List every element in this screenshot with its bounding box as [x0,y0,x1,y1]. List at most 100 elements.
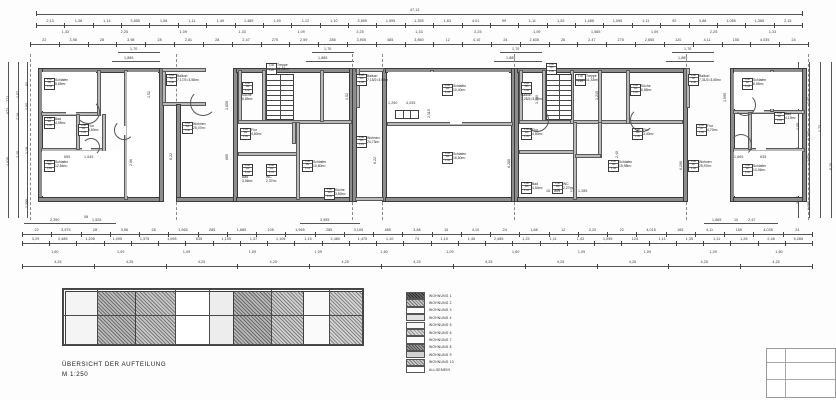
dim-value: 2,25 [120,30,129,34]
room-tag-r19: 1,00 W5 1,02 [546,63,557,75]
dim-value: 92 [672,19,677,24]
dim-tick [375,41,377,47]
dim-tick [318,41,320,47]
dim-tick [750,41,752,47]
room-area: 10,80m² [313,163,326,168]
dim-value: 1,595 [385,19,396,24]
dim-value: 3,96 [120,228,129,233]
dim-tick [665,231,667,237]
dim-tick [376,240,378,246]
dim-tick [174,41,176,47]
legend-swatch [406,351,425,359]
dim-tick [321,240,323,246]
dim-tick [546,22,548,28]
dim-value: 1,105 [276,237,286,242]
legend-label: WOHNUNG 9 [429,352,452,357]
dim-tick [491,41,493,47]
dim-value: 4,11 [703,38,711,43]
interior-dim-9: 6,285 [507,159,511,168]
room-wohnung: W7 [697,128,706,133]
room-area: 15,98m² [619,163,632,168]
dim-value: 2,480 [330,237,341,242]
dim-value: 1,965 [295,228,305,233]
dim-value: 1,37 [249,237,258,242]
dim-tick [36,22,37,28]
dim-tick [145,41,147,47]
room-wohnung: W6 [522,186,531,191]
dim-tick [812,240,813,246]
dim-value: 1,475 [357,237,368,242]
room-name: WC [266,175,272,179]
room-label-r13: Küche 3,50m² [335,188,346,197]
dim-tick [631,22,633,28]
door-arc-a2 [82,138,100,156]
dim-value: 2,20 [588,228,597,233]
room-label-r4: Schlafen 12,84m² [55,160,68,169]
room-label-r18: Balkon 7,25/2=3,63m² [521,93,543,102]
room-name: Schlafen [753,78,767,82]
dim-tick [22,263,23,269]
dim-value: 1,09 [248,250,257,254]
dim-value: 1,45 [467,237,476,242]
dim-value: 275 [271,38,279,43]
dim-value: 1,965 [178,228,188,233]
dim-tick [285,231,287,237]
interior-dim-10: 3,180 [535,95,539,104]
room-area: 4,19m² [785,115,796,120]
overview-mini-plan [62,288,364,346]
dim-value: 24 [502,228,507,233]
dim-value: 3,850 [414,38,424,43]
room-name: Treppe [277,63,288,67]
dim-tick [58,41,60,47]
room-name: Schlafen [55,78,69,82]
dim-value: 15 [444,228,449,233]
dim-value: 1,15 [304,237,312,242]
room-label-r23: Bad 4,54m² [532,182,543,191]
room-tag-r16: 1,00 W4 1,04 [442,84,453,96]
room-wohnung: W1 [45,164,54,169]
dim-tick [22,240,23,246]
dim-tick [121,22,123,28]
dim-value: 2,25 [356,30,364,34]
dim-tick [165,263,167,269]
dim-value: 2,485 [58,237,68,242]
dim-value: 285 [326,228,333,233]
room-label-r10: Schlafen 10,80m² [313,160,326,169]
legend-swatch [406,366,425,374]
dim-tick [694,231,696,237]
room-tag-r11: 1,00 W2 1,01 [266,164,277,176]
dim-value: 3,98 [69,38,77,43]
dim-value: 1,09 [314,250,322,254]
legend-label: WOHNUNG 2 [429,301,452,306]
dim-tick [51,231,53,237]
dim-tick [80,231,82,237]
room-wohnung: W6 [522,132,531,137]
room-tag-r15: 1,00 W3 1,14 [356,136,367,148]
dim-value: 4,25 [700,260,708,265]
room-code: 1,00 [547,63,556,68]
room-tag-r28: 1,00 W7 1,04 [742,78,753,90]
room-area: 4,80m² [251,131,262,136]
dim-value: 1,09 [297,30,305,34]
main-floor-plan: 1,00 W1 1,04 Schlafen 8,65m² 1,00 W1 1,0… [30,54,809,220]
dim-value: 4,25 [269,260,278,265]
room-code: 1,00 [443,152,452,157]
room-tag-r17: 1,00 W4 1,06 [442,152,453,164]
interior-hdim-5: 1,665 [734,155,744,159]
dim-tick [22,231,23,237]
dim-tick [381,263,383,269]
dim-value: 24 [503,38,508,43]
room-wohnung: W6 [631,88,640,93]
dim-tick [757,240,759,246]
interior-dim-4: 3,855 [225,101,229,110]
room-tag-r2: 1,00 W1 1,03 [44,117,55,129]
dim-value: 3,29 [31,237,40,242]
legend-label: WOHNUNG 8 [429,345,452,350]
dim-value: 28 [215,38,220,43]
dim-value: 4,25 [772,260,780,265]
overview-caption: ÜBERSICHT DER AUFTEILUNG M 1:250 [62,360,166,379]
dim-value: 1,11 [528,19,537,24]
room-area: 2,37m² [266,178,277,183]
